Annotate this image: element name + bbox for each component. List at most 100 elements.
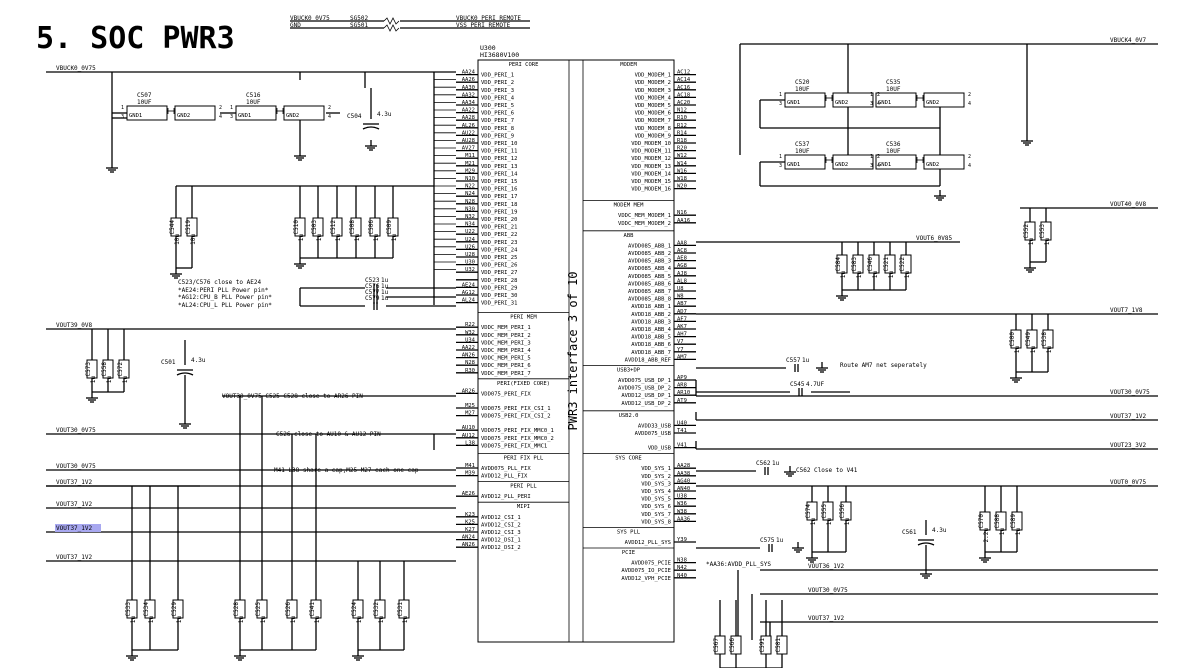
cap-ref: C532 xyxy=(373,602,380,617)
ic-pin-name: VDD_PERI_6 xyxy=(481,111,514,117)
cap-value: 1u xyxy=(872,271,879,279)
ic-pin-name: VDD_USB xyxy=(648,446,672,452)
cap-pin: 3 xyxy=(870,101,873,107)
ic-pin-name: VDD_PERI_3 xyxy=(481,88,514,94)
cap-ref: C544 xyxy=(169,220,176,235)
cap-ref: C538 xyxy=(1041,332,1048,347)
ic-ball: U28 xyxy=(465,252,475,258)
cap-pin: 1 xyxy=(870,92,873,98)
ic-section-label: PWR3 interface 3 of 10 xyxy=(566,272,580,431)
cap-pin: 3 xyxy=(230,114,233,120)
ic-pin-name: AVDD075_USB_DP_1 xyxy=(618,378,671,384)
ic-pin-name: VDD_PERI_31 xyxy=(481,301,517,307)
capacitors-layer[interactable] xyxy=(86,92,1054,655)
ic-pin-name: VDD_MODEM_11 xyxy=(631,149,671,155)
ic-ball: AL8 xyxy=(677,278,687,284)
ic-ball: M21 xyxy=(465,161,475,167)
cap-ref: C566 xyxy=(729,638,736,653)
component-ref: SG501 xyxy=(350,22,368,29)
ic-ball: N16 xyxy=(677,210,687,216)
cap-value: 1u xyxy=(316,234,323,242)
ic-ball: N32 xyxy=(465,214,475,220)
capacitor-c510 xyxy=(294,217,306,237)
ic-u300[interactable] xyxy=(477,59,675,643)
shunt-resistor xyxy=(383,17,400,25)
ic-pin-name: VDD_PERI_9 xyxy=(481,133,514,139)
capacitor-c566 xyxy=(730,635,742,655)
ic-pin-name: VDDC_MEM_PERI_7 xyxy=(481,371,531,377)
cap-pin-label: GND1 xyxy=(238,113,251,119)
ic-group-header: SYS PLL xyxy=(617,529,641,535)
ic-pin-name: VDD_MODEM_1 xyxy=(635,73,671,79)
net-label: VBUCK0_0V75 xyxy=(290,15,330,22)
ic-pin-name: VDDC_MEM_MODEM_1 xyxy=(618,213,671,219)
ic-ball: AB7 xyxy=(677,301,687,307)
cap-value: 1u xyxy=(904,271,911,279)
cap-curve xyxy=(176,372,194,376)
ic-ball: U26 xyxy=(465,244,475,250)
ic-ball: W18 xyxy=(677,176,687,182)
shunt-resistor xyxy=(383,24,400,32)
cap-ref: C549 xyxy=(1025,332,1032,347)
ic-ball: AC8 xyxy=(677,248,687,254)
ic-ball: W12 xyxy=(677,153,687,159)
cap-ref: C535 xyxy=(886,79,901,86)
capacitor-c503 xyxy=(312,217,324,237)
cap-ref: C576 xyxy=(365,283,380,290)
cap-pin: 3 xyxy=(779,163,782,169)
cap-value: 1u xyxy=(130,616,137,624)
net-label-left: VOUT37_1V2 xyxy=(56,525,93,532)
cap-value: 10UF xyxy=(886,148,901,155)
capacitor-c558 xyxy=(102,359,114,379)
ic-group-header: USB2.0 xyxy=(619,413,639,419)
ic-pin-name: AVDD085_ABB_6 xyxy=(628,281,671,287)
net-label: GND xyxy=(290,22,301,29)
cap-ref: C570 xyxy=(978,514,985,529)
ic-pin-name: VDD_MODEM_4 xyxy=(635,95,672,101)
ic-ball: N28 xyxy=(465,199,475,205)
cap-value: 1u xyxy=(356,616,363,624)
cap-pin-label: GND1 xyxy=(129,113,142,119)
ic-ball: AA8 xyxy=(677,240,687,246)
ic-pin-name: VDDC_MEM_PERI_6 xyxy=(481,363,531,369)
ic-pin-name: AVDD085_ABB_3 xyxy=(628,259,671,265)
ic-pin-name: VDD_PERI_21 xyxy=(481,225,517,231)
capacitor-c509 xyxy=(387,217,399,237)
ic-pin-name: VDD_SYS_3 xyxy=(641,481,671,487)
ic-ball: AA26 xyxy=(462,77,475,83)
ic-ball: AA30 xyxy=(462,85,475,91)
cap-value: 1u xyxy=(373,234,380,242)
ic-ball: N42 xyxy=(677,565,687,571)
ic-pin-name: VDD_PERI_13 xyxy=(481,164,517,170)
ic-pin-name: VDD_PERI_2 xyxy=(481,80,514,86)
capacitor-c591 xyxy=(760,635,772,655)
cap-ref: C525 xyxy=(255,602,262,617)
ic-part: HI3680V100 xyxy=(480,51,519,59)
cap-curve xyxy=(917,542,935,546)
capacitor-c579 xyxy=(365,301,386,311)
cap-value: 1u xyxy=(776,537,784,544)
net-label-right: VOUT23_3V2 xyxy=(1110,442,1147,449)
ic-group-header: ABB xyxy=(624,233,635,239)
ic-pin-name: AVDD33_USB xyxy=(638,423,672,429)
cap-ref: C579 xyxy=(365,295,380,302)
cap-value: 10UF xyxy=(246,99,261,106)
ic-ball: AC14 xyxy=(677,77,691,83)
capacitor-c524 xyxy=(352,599,364,619)
cap-value: 10UF xyxy=(886,86,901,93)
capacitor-c544 xyxy=(170,217,182,237)
ic-group-header: PCIE xyxy=(622,550,635,556)
ic-pin-name: VDD_MODEM_9 xyxy=(635,133,671,139)
ic-pin-name: AVDD18_ABB_REF xyxy=(625,357,671,363)
cap-ref: C509 xyxy=(386,220,393,235)
ic-pin-name: AVDD12_DSI_1 xyxy=(481,538,521,544)
capacitor-c522 xyxy=(900,254,912,274)
note: VOUT30_0V75 C525 C528 close to AR26 PIN xyxy=(222,393,363,400)
cap-pin: 2 xyxy=(219,105,222,111)
net-label-left: VOUT30_0V75 xyxy=(56,463,96,470)
ic-ball: R14 xyxy=(677,130,688,136)
ic-pin-name: VDD_SYS_8 xyxy=(641,519,671,525)
capacitor-c588 xyxy=(995,511,1007,531)
cap-pin-label: GND2 xyxy=(177,113,190,119)
cap-pin: 2 xyxy=(877,154,880,160)
